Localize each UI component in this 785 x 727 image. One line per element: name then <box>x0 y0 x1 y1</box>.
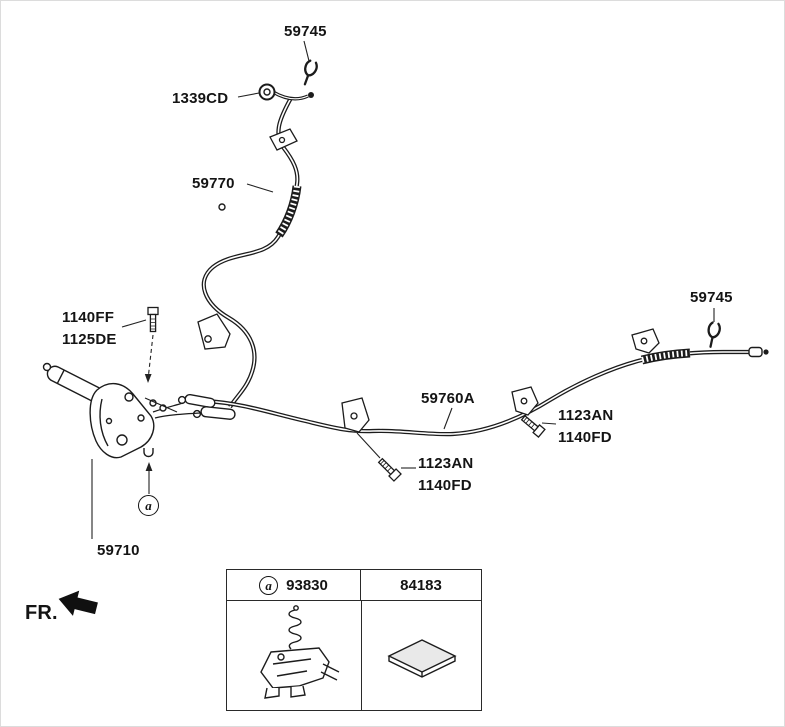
bolt-1123an-rear-icon <box>519 413 546 438</box>
bolt-1123an-center-icon <box>376 456 402 482</box>
callout-a-letter: a <box>145 498 152 513</box>
callout-a-badge: a <box>138 495 159 516</box>
legend-callout-a-letter: a <box>265 577 272 593</box>
part-label-bolt-1125de: 1125DE <box>62 331 117 348</box>
retainer-clip-front-icon <box>298 58 320 88</box>
cable-bracket-lower <box>197 313 231 350</box>
legend-part-number-pad: 84183 <box>400 576 442 594</box>
grommet-1339cd-icon <box>258 83 276 101</box>
retainer-clip-rear-icon <box>703 320 723 350</box>
cable-bracket-upper <box>269 128 298 151</box>
part-label-bolt-1140ff: 1140FF <box>62 309 115 326</box>
legend-header-row: a 93830 84183 <box>227 570 481 601</box>
part-label-grommet: 1339CD <box>172 90 229 107</box>
front-direction-arrow-icon <box>58 590 98 616</box>
dashed-leader-1140ff <box>147 334 154 376</box>
part-label-bolt-1140fd-center: 1140FD <box>418 477 472 494</box>
legend-cell-pad <box>362 601 481 710</box>
legend-body-row <box>227 601 481 710</box>
cable-bracket-rear <box>511 386 539 416</box>
part-label-bolt-1123an-rear: 1123AN <box>558 407 614 424</box>
part-label-rear-cable: 59760A <box>421 390 475 407</box>
front-parking-brake-cable <box>204 90 314 407</box>
arrowhead-down <box>144 374 152 383</box>
legend-header-switch: a 93830 <box>227 570 361 600</box>
part-label-clip-rear: 59745 <box>690 289 733 306</box>
part-label-bolt-1123an-center: 1123AN <box>418 455 474 472</box>
legend-part-number-switch: 93830 <box>286 576 328 594</box>
leader-lines <box>91 40 715 539</box>
pad-part-illustration <box>386 638 457 678</box>
rear-parking-brake-cable <box>152 346 769 435</box>
cable-bracket-center <box>341 397 370 433</box>
parking-brake-lever <box>42 362 178 459</box>
front-marker-label: FR. <box>25 602 58 624</box>
legend-callout-a-badge: a <box>259 575 279 595</box>
switch-part-illustration <box>260 604 340 699</box>
part-label-bolt-1140fd-rear: 1140FD <box>558 429 612 446</box>
part-label-clip-front: 59745 <box>284 23 327 40</box>
part-label-front-cable: 59770 <box>192 175 235 192</box>
cable-bracket-rear-end <box>631 328 660 354</box>
arrowhead-up <box>145 462 153 471</box>
part-label-lever: 59710 <box>97 542 140 559</box>
legend-cell-switch <box>227 601 362 710</box>
legend-header-pad: 84183 <box>361 570 481 600</box>
bolt-1140ff-icon <box>147 306 159 333</box>
legend-table: a 93830 84183 <box>226 569 482 711</box>
